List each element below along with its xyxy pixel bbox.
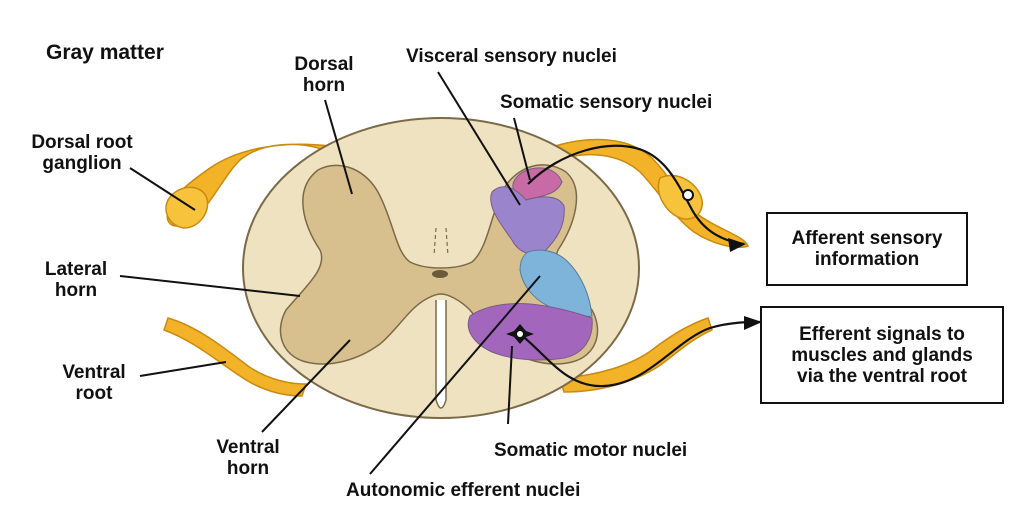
efferent-box-line-2: muscles and glands <box>791 344 973 366</box>
somatic-motor-nuclei-region <box>467 303 593 361</box>
ventral-horn-label: Ventral horn <box>200 437 296 479</box>
spinal-cord <box>242 117 640 419</box>
leader-visceral-sensory <box>437 71 521 206</box>
efferent-box-line-1: Efferent signals to <box>799 323 965 345</box>
sensory-cell-body <box>682 189 694 201</box>
afferent-box-line-1: Afferent sensory <box>791 228 943 249</box>
lateral-horn-line-2: horn <box>54 280 98 301</box>
leader-somatic-motor <box>507 345 513 425</box>
dorsal-root-ganglion-line-1: Dorsal root <box>31 132 133 153</box>
lateral-horn-label: Lateral horn <box>30 259 122 301</box>
ventral-horn-line-2: horn <box>226 458 270 479</box>
afferent-info-box: Afferent sensory information <box>766 212 968 286</box>
left-dorsal-root-ganglion <box>165 186 209 229</box>
leader-ventral-root <box>139 361 227 377</box>
afferent-neuron-path <box>527 144 745 246</box>
dorsal-median-septum <box>433 227 449 257</box>
motor-neuron-icon <box>506 324 534 344</box>
ventral-root-line-2: root <box>75 383 113 404</box>
dorsal-root-ganglion-line-2: ganglion <box>42 153 122 174</box>
afferent-arrow <box>728 238 746 252</box>
gray-matter-title: Gray matter <box>46 41 164 64</box>
right-dorsal-root-ganglion <box>657 174 703 220</box>
dorsal-horn-label: Dorsal horn <box>276 54 372 96</box>
ventral-median-fissure <box>435 300 447 409</box>
dorsal-horn-line-1: Dorsal <box>294 54 354 75</box>
somatic-motor-nuclei-label: Somatic motor nuclei <box>494 440 688 461</box>
dorsal-horn-line-2: horn <box>302 75 346 96</box>
leader-dorsal-root-ganglion <box>129 167 196 211</box>
ventral-root-label: Ventral root <box>46 362 142 404</box>
visceral-sensory-nuclei-region <box>490 186 565 255</box>
lateral-horn-line-1: Lateral <box>44 259 108 280</box>
leader-ventral-horn <box>261 339 351 433</box>
dorsal-root-ganglion-label: Dorsal root ganglion <box>14 132 150 174</box>
somatic-sensory-nuclei-label: Somatic sensory nuclei <box>500 92 713 113</box>
ventral-root-line-1: Ventral <box>62 362 126 383</box>
afferent-box-line-2: information <box>814 249 920 270</box>
efferent-arrow <box>744 316 762 330</box>
leader-lateral-horn <box>119 275 301 297</box>
efferent-box-line-3: via the ventral root <box>797 365 967 387</box>
efferent-neuron-path <box>519 320 761 388</box>
ventral-horn-line-1: Ventral <box>216 437 280 458</box>
leader-lines <box>119 71 541 475</box>
neuron-paths <box>506 144 762 388</box>
central-canal <box>432 270 448 278</box>
leader-somatic-sensory <box>513 117 531 181</box>
efferent-info-box: Efferent signals to muscles and glands v… <box>760 306 1004 404</box>
visceral-sensory-nuclei-label: Visceral sensory nuclei <box>406 46 617 67</box>
left-ventral-root <box>163 317 308 397</box>
leader-autonomic-efferent <box>369 275 541 475</box>
autonomic-efferent-nuclei-label: Autonomic efferent nuclei <box>346 480 581 501</box>
leader-dorsal-horn <box>324 99 353 195</box>
